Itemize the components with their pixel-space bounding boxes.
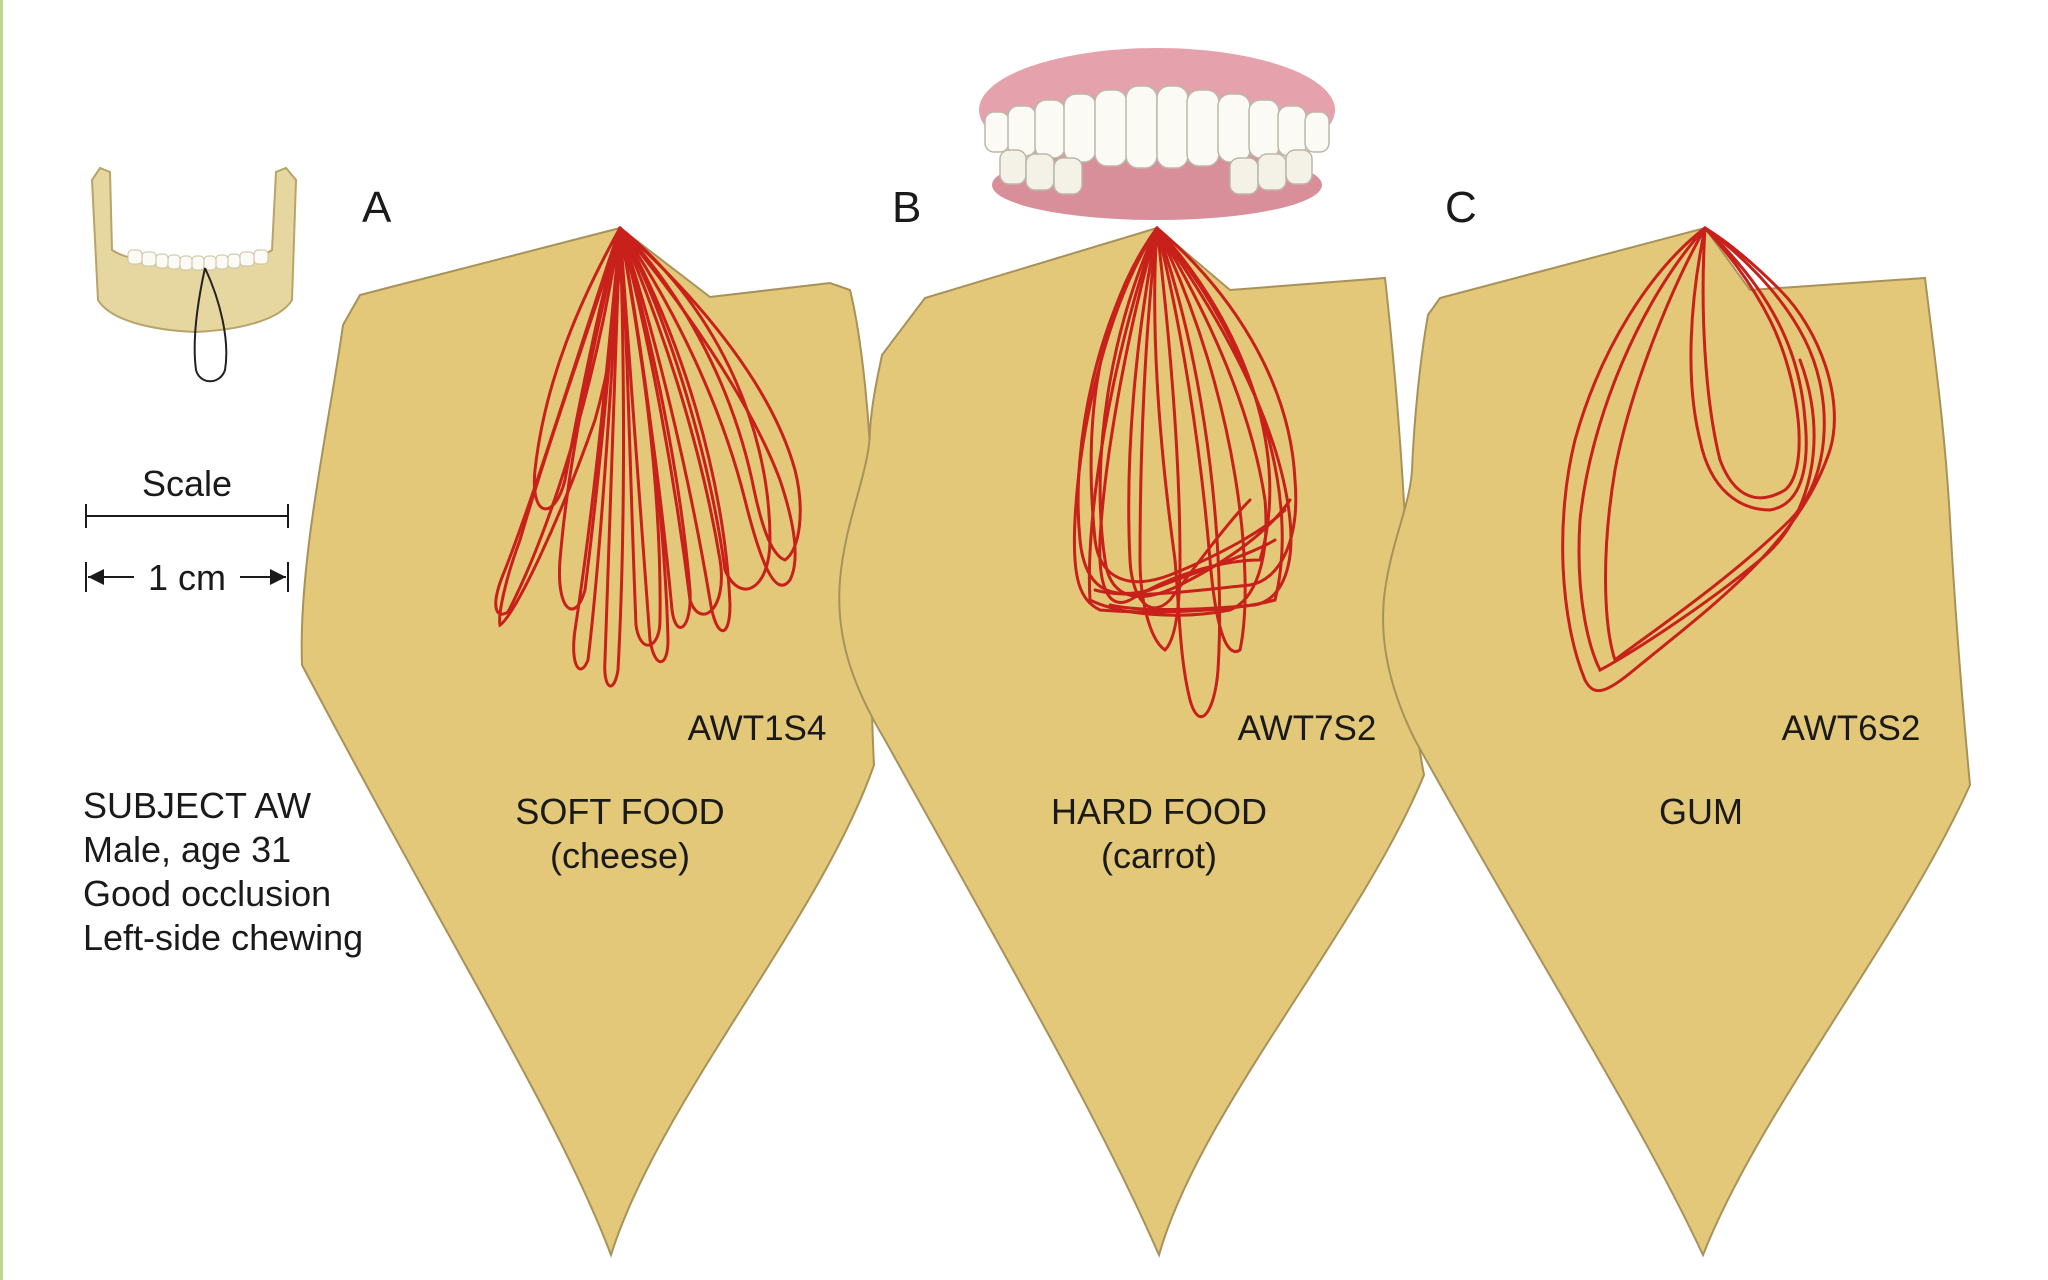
trace-b-3 bbox=[1153, 226, 1222, 719]
panel-a-letter: A bbox=[362, 183, 392, 232]
panel-a-trial-id: AWT1S4 bbox=[688, 709, 827, 748]
subject-occlusion: Good occlusion bbox=[83, 873, 331, 914]
panel-b-letter: B bbox=[892, 183, 921, 232]
trace-a-11 bbox=[557, 226, 622, 611]
trace-b-12 bbox=[1098, 226, 1292, 598]
tooth-u4 bbox=[1063, 93, 1097, 163]
panel-b-food-detail: (carrot) bbox=[1101, 835, 1217, 876]
panel-c-trial-id: AWT6S2 bbox=[1782, 709, 1921, 748]
panel-a-food: SOFT FOOD bbox=[515, 791, 724, 832]
mandible-tooth-10 bbox=[239, 251, 255, 267]
mandible-tooth-3 bbox=[155, 253, 169, 269]
tooth-u11 bbox=[1277, 105, 1307, 157]
tooth-u5 bbox=[1094, 89, 1128, 167]
mandible-tooth-5 bbox=[179, 255, 193, 271]
trace-a-7 bbox=[618, 226, 797, 587]
trace-a-8 bbox=[618, 226, 802, 562]
mandible-tooth-9 bbox=[227, 253, 241, 269]
mandible-illustration bbox=[90, 166, 298, 383]
tooth-u3 bbox=[1034, 99, 1066, 159]
trace-c-2 bbox=[1604, 226, 1826, 663]
mandible-chewing-loop bbox=[193, 267, 228, 383]
panel-b-food: HARD FOOD bbox=[1051, 791, 1267, 832]
trace-a-14 bbox=[532, 226, 622, 511]
trace-c-5 bbox=[1577, 226, 1816, 673]
tooth-u12 bbox=[1304, 111, 1330, 153]
mandible-tooth-8 bbox=[215, 254, 229, 270]
trace-a-9 bbox=[618, 226, 723, 616]
trace-a-13 bbox=[618, 226, 772, 591]
panel-c-letter: C bbox=[1445, 183, 1477, 232]
panel-c bbox=[1382, 226, 1972, 1258]
mandible-teeth bbox=[127, 249, 269, 271]
tooth-u9 bbox=[1217, 93, 1251, 163]
scale-length: 1 cm bbox=[148, 557, 226, 598]
trace-b-7 bbox=[1138, 226, 1182, 652]
tooth-u10 bbox=[1248, 99, 1280, 159]
tooth-l3 bbox=[1053, 157, 1083, 195]
mandible-tooth-1 bbox=[127, 249, 143, 265]
tooth-l5 bbox=[1257, 153, 1287, 191]
scale-left-arrowhead bbox=[88, 569, 104, 585]
tooth-l4 bbox=[1229, 157, 1259, 195]
tooth-u8 bbox=[1186, 89, 1220, 167]
trace-a-12 bbox=[618, 226, 662, 647]
subject-name: SUBJECT AW bbox=[83, 785, 311, 826]
tooth-l2 bbox=[1025, 153, 1055, 191]
panel-c-traces bbox=[1561, 226, 1836, 693]
trace-a-6 bbox=[618, 226, 732, 633]
panel-c-food: GUM bbox=[1659, 791, 1743, 832]
trace-a-4 bbox=[603, 226, 626, 688]
tooth-u1 bbox=[984, 111, 1010, 153]
panel-b-traces bbox=[1072, 226, 1298, 719]
panel-c-envelope bbox=[1382, 226, 1972, 1258]
mandible-tooth-4 bbox=[167, 254, 181, 270]
mandible-tooth-11 bbox=[253, 249, 269, 265]
mandible-tooth-6 bbox=[191, 255, 205, 271]
scale-bar bbox=[85, 504, 289, 592]
lower-teeth bbox=[999, 149, 1313, 195]
panel-a-food-detail: (cheese) bbox=[550, 835, 690, 876]
trace-c-1 bbox=[1561, 226, 1836, 693]
tooth-l1 bbox=[999, 149, 1027, 185]
teeth-illustration bbox=[979, 48, 1335, 220]
left-edge-stripe bbox=[0, 0, 3, 1280]
trace-b-11 bbox=[1155, 226, 1247, 653]
mandible-tooth-2 bbox=[141, 251, 157, 267]
trace-c-4 bbox=[1701, 226, 1801, 500]
subject-sex-age: Male, age 31 bbox=[83, 829, 291, 870]
trace-c-3 bbox=[1689, 226, 1808, 512]
panel-b-trial-id: AWT7S2 bbox=[1238, 709, 1377, 748]
trace-a-3 bbox=[572, 226, 622, 671]
tooth-u7 bbox=[1156, 85, 1189, 169]
trace-b-9 bbox=[1089, 226, 1287, 584]
trace-b-5 bbox=[1108, 226, 1293, 612]
panel-a-traces bbox=[494, 226, 802, 688]
tooth-u6 bbox=[1125, 85, 1158, 169]
tooth-u2 bbox=[1007, 105, 1037, 157]
subject-chewing-side: Left-side chewing bbox=[83, 917, 363, 958]
scale-right-arrowhead bbox=[270, 569, 286, 585]
scale-title: Scale bbox=[142, 463, 232, 504]
tooth-l6 bbox=[1285, 149, 1313, 185]
